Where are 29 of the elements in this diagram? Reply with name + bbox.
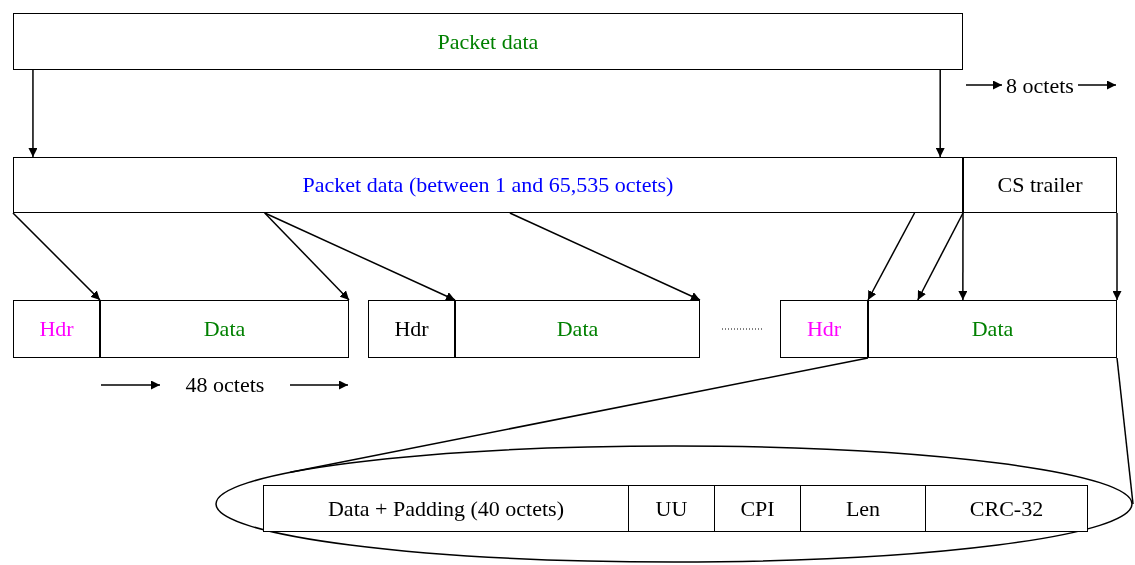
header-box: Hdr <box>368 300 455 358</box>
arrow <box>935 69 945 158</box>
header-box: Hdr <box>13 300 100 358</box>
field-box: CRC-32 <box>925 485 1088 532</box>
field-box: CPI <box>714 485 801 532</box>
field-box: Data + Padding (40 octets) <box>263 485 629 532</box>
packet-box: Packet data (between 1 and 65,535 octets) <box>13 157 963 213</box>
field-box: UU <box>628 485 715 532</box>
data-box: Data <box>455 300 700 358</box>
dimension-label: 48 octets <box>184 373 266 397</box>
field-box: Len <box>800 485 926 532</box>
arrow <box>958 212 968 301</box>
arrow <box>264 212 456 301</box>
dimension-label: 8 octets <box>1005 74 1075 98</box>
data-box: Data <box>100 300 349 358</box>
arrow <box>917 212 964 301</box>
arrow <box>264 212 350 301</box>
arrow <box>509 212 701 301</box>
trailer-box: CS trailer <box>963 157 1117 213</box>
header-box: Hdr <box>780 300 868 358</box>
arrow <box>28 69 38 158</box>
connector-line <box>1116 357 1134 505</box>
arrow <box>1112 212 1122 301</box>
data-box: Data <box>868 300 1117 358</box>
arrow <box>867 212 916 301</box>
ellipse-outline <box>215 445 1133 563</box>
arrow <box>12 212 101 301</box>
packet-box: Packet data <box>13 13 963 70</box>
connector-line <box>289 357 869 473</box>
